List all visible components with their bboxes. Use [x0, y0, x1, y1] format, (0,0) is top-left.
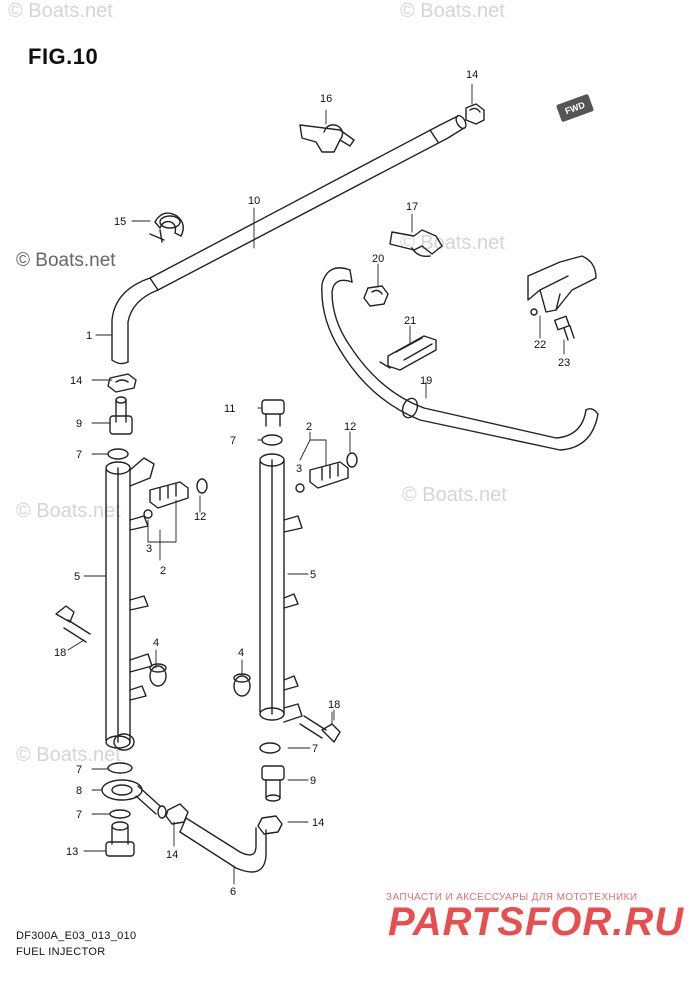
fuel-hose-10: [111, 114, 467, 365]
grommet-4-left: [149, 663, 167, 687]
watermark: © Boats.net: [16, 500, 121, 522]
callout-number: 20: [372, 253, 384, 265]
callout-number: 4: [153, 637, 159, 649]
bolt-23: [553, 315, 575, 341]
callout-number: 13: [66, 846, 78, 858]
callout-number: 22: [534, 339, 546, 351]
callout-number: 18: [54, 647, 66, 659]
callout-number: 10: [248, 195, 260, 207]
watermark: © Boats.net: [16, 744, 121, 766]
watermark: © Boats.net: [16, 250, 116, 271]
clamp-14-left: [107, 373, 137, 393]
callout-number: 8: [76, 785, 82, 797]
callout-number: 2: [160, 565, 166, 577]
clamp-17: [389, 229, 443, 258]
fuel-rail-left: [105, 457, 155, 751]
o-ring-7: [259, 742, 281, 754]
clamp-20: [363, 285, 389, 307]
o-ring-7: [107, 448, 129, 460]
fitting-9-right: [261, 765, 285, 802]
callout-number: 17: [406, 201, 418, 213]
clamp-16: [299, 124, 355, 153]
union-fitting-8: [101, 779, 167, 819]
fuel-hose-19: [321, 267, 599, 451]
callout-number: 19: [420, 375, 432, 387]
o-ring-7: [107, 762, 133, 774]
callout-number: 3: [146, 543, 152, 555]
bolt-18-right: [299, 715, 341, 743]
brand-logo: PARTSFOR.RU: [388, 900, 685, 944]
callout-number: 7: [312, 743, 318, 755]
callout-number: 7: [230, 435, 236, 447]
fitting-11: [261, 399, 285, 427]
fuel-hose-6: [179, 817, 267, 873]
callout-number: 6: [230, 886, 236, 898]
callout-number: 14: [312, 817, 324, 829]
figure-title: FIG.10: [28, 44, 99, 69]
figure-caption: FUEL INJECTOR: [16, 946, 106, 958]
watermark: © Boats.net: [402, 484, 507, 506]
clamp-14-bottom-left: [165, 803, 189, 825]
callout-number: 7: [76, 809, 82, 821]
clamp-14-bottom-right: [257, 815, 283, 835]
callout-number: 11: [224, 403, 235, 415]
callout-number: 12: [194, 511, 206, 523]
callout-number: 14: [466, 69, 478, 81]
callout-number: 9: [310, 775, 316, 787]
callout-number: 12: [344, 421, 356, 433]
callout-number: 23: [558, 357, 570, 369]
o-ring-7: [261, 434, 283, 446]
callout-number: 14: [70, 375, 82, 387]
callout-number: 5: [74, 571, 80, 583]
injector-left: [143, 478, 208, 519]
callout-number: 3: [296, 463, 302, 475]
callout-number: 15: [114, 216, 126, 228]
callout-number: 14: [166, 849, 178, 861]
clamp-21: [379, 335, 437, 371]
callout-number: 21: [404, 315, 416, 327]
watermark: © Boats.net: [400, 0, 505, 22]
callout-number: 4: [238, 647, 244, 659]
callout-number: 7: [76, 449, 82, 461]
callout-number: 1: [86, 330, 92, 342]
bracket-22: [527, 255, 597, 316]
injector-right: [295, 452, 358, 493]
callout-number: 16: [320, 93, 332, 105]
bolt-13: [105, 821, 135, 857]
callout-number: 18: [328, 699, 340, 711]
callout-number: 2: [306, 421, 312, 433]
drawing-code: DF300A_E03_013_010: [16, 930, 137, 942]
fitting-9-left: [109, 396, 133, 435]
callout-number: 5: [310, 569, 316, 581]
o-ring-7: [109, 809, 131, 819]
watermark: © Boats.net: [8, 0, 113, 22]
brand-subtitle: ЗАПЧАСТИ И АКСЕССУАРЫ ДЛЯ МОТОТЕХНИКИ: [386, 892, 638, 903]
clamp-15: [149, 212, 184, 243]
fuel-rail-right: [259, 453, 303, 723]
grommet-4-right: [233, 673, 251, 697]
callout-number: 9: [76, 418, 82, 430]
bolt-18-left: [55, 605, 91, 643]
clamp-14-top: [465, 103, 485, 125]
callout-number: 7: [76, 764, 82, 776]
leader-lines: [67, 83, 565, 885]
